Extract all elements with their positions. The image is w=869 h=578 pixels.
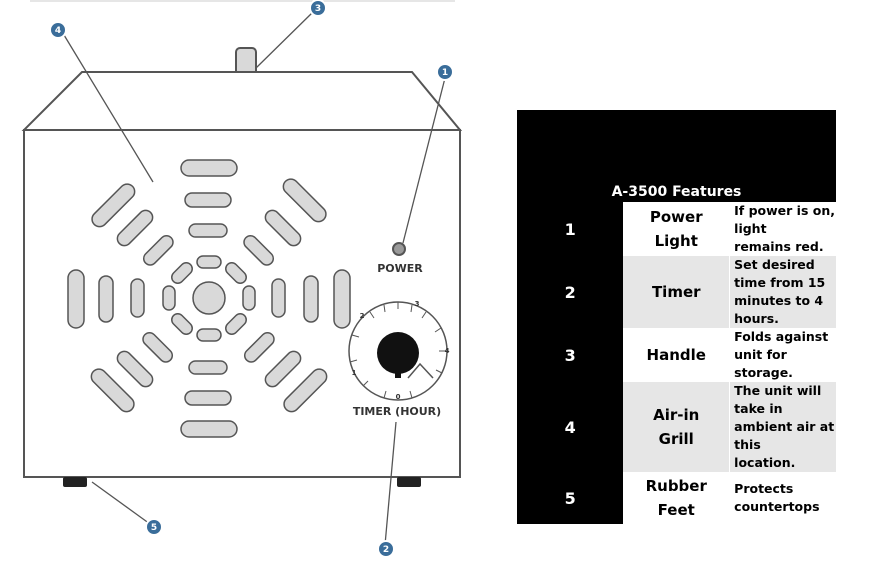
callout-4-label: 4 xyxy=(55,26,61,36)
feature-description: If power is on, light remains red. xyxy=(729,202,836,256)
feature-description-line: If power is on, light xyxy=(734,203,835,236)
feature-description-line: minutes to 4 hours. xyxy=(734,293,824,326)
feature-name: Handle xyxy=(623,328,731,382)
feature-number: 2 xyxy=(517,256,624,328)
feature-description: Folds against unit for storage. xyxy=(729,328,836,382)
unit-top xyxy=(21,71,463,131)
callout-3 xyxy=(309,0,327,17)
feature-name-line: Rubber xyxy=(645,477,707,495)
feature-description-line: The unit will take in xyxy=(734,383,822,416)
feature-number: 1 xyxy=(517,202,624,256)
power-light xyxy=(392,242,406,256)
table-row: 3 Handle Folds against unit for storage. xyxy=(517,328,836,382)
callout-4 xyxy=(49,21,67,39)
feature-name: Air-in Grill xyxy=(623,382,731,472)
dial-tick-2: 2 xyxy=(360,312,365,320)
timer-label: TIMER (HOUR) xyxy=(353,405,441,418)
feature-description: The unit will take in ambient air at thi… xyxy=(729,382,836,472)
dial-tick-4: 4 xyxy=(445,347,450,355)
feature-name-line: Light xyxy=(654,232,698,250)
feature-number: 5 xyxy=(517,472,624,524)
feature-name: Power Light xyxy=(623,202,731,256)
callout-5 xyxy=(145,518,163,536)
feature-name-line: Power xyxy=(649,208,703,226)
feature-description-line: Set desired time from 15 xyxy=(734,257,826,290)
table-row: 5 Rubber Feet Protects countertops xyxy=(517,472,836,524)
callout-5-label: 5 xyxy=(151,523,157,533)
feature-name: Rubber Feet xyxy=(623,472,731,524)
feature-name-line: Handle xyxy=(646,346,706,364)
dial-tick-3: 3 xyxy=(415,300,420,308)
callout-2 xyxy=(377,540,395,558)
dial-tick-1: 1 xyxy=(352,369,357,377)
callout-3-label: 3 xyxy=(315,4,321,14)
feature-description-line: storage. xyxy=(734,365,793,380)
timer-knob xyxy=(377,332,419,374)
feature-description-line: Protects countertops xyxy=(734,481,820,514)
features-title: A-3500 Features xyxy=(517,110,836,202)
feature-description-line: remains red. xyxy=(734,239,824,254)
feature-name: Timer xyxy=(623,256,731,328)
features-table: A-3500 Features 1 Power Light If power i… xyxy=(517,110,836,524)
power-label: POWER xyxy=(377,262,423,275)
feature-description-line: ambient air at this xyxy=(734,419,835,452)
feature-description-line: location. xyxy=(734,455,796,470)
feature-number: 3 xyxy=(517,328,624,382)
feature-name-line: Grill xyxy=(658,430,694,448)
feature-description: Set desired time from 15 minutes to 4 ho… xyxy=(729,256,836,328)
feature-name-line: Feet xyxy=(657,501,695,519)
air-in-grill xyxy=(67,159,351,438)
feature-name-line: Timer xyxy=(651,283,701,301)
rubber-foot-right xyxy=(397,477,421,487)
table-row: 1 Power Light If power is on, light rema… xyxy=(517,202,836,256)
feature-description: Protects countertops xyxy=(729,472,836,524)
feature-number: 4 xyxy=(517,382,624,472)
timer-dial: 0 1 2 3 4 xyxy=(348,300,450,401)
feature-description-line: Folds against unit for xyxy=(734,329,829,362)
callout-1-label: 1 xyxy=(442,68,448,78)
dial-tick-0: 0 xyxy=(396,393,401,401)
rubber-foot-left xyxy=(63,477,87,487)
table-row: 4 Air-in Grill The unit will take in amb… xyxy=(517,382,836,472)
table-row: 2 Timer Set desired time from 15 minutes… xyxy=(517,256,836,328)
callout-1 xyxy=(436,63,454,81)
feature-name-line: Air-in xyxy=(653,406,700,424)
callout-2-label: 2 xyxy=(383,545,389,555)
